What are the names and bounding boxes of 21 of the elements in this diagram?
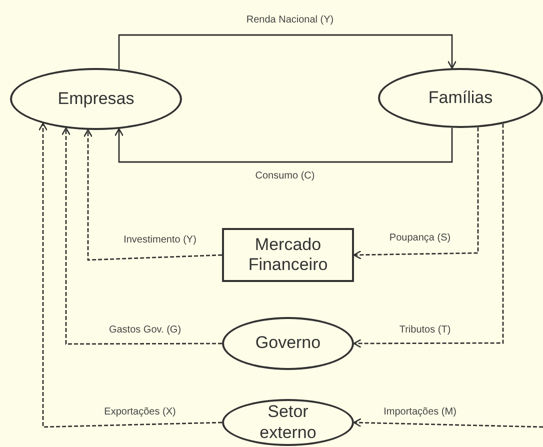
edge-label: Tributos (T): [397, 324, 453, 336]
edge-label: Exportações (X): [102, 406, 178, 418]
ellipse-node: Governo: [222, 317, 354, 370]
ellipse-node: Setor externo: [222, 399, 354, 446]
dashed-arrow: [83, 129, 222, 261]
dashed-arrow: [38, 122, 222, 428]
ellipse-node: Famílias: [378, 68, 543, 128]
ellipse-node: Empresas: [10, 68, 182, 130]
edge-label: Poupança (S): [387, 232, 453, 244]
dashed-arrow: [61, 127, 222, 345]
dashed-arrow: [353, 127, 479, 260]
edge-label: Consumo (C): [253, 170, 317, 182]
process-box: Mercado Financeiro: [222, 228, 354, 282]
dashed-arrow: [353, 124, 504, 348]
edge-label: Renda Nacional (Y): [244, 14, 336, 26]
edge-label: Importações (M): [382, 406, 458, 418]
arrow: [114, 128, 453, 163]
arrow: [118, 34, 457, 70]
edge-label: Gastos Gov. (G): [106, 324, 184, 336]
dashed-arrow: [353, 418, 543, 428]
edge-label: Investimento (Y): [122, 234, 198, 246]
